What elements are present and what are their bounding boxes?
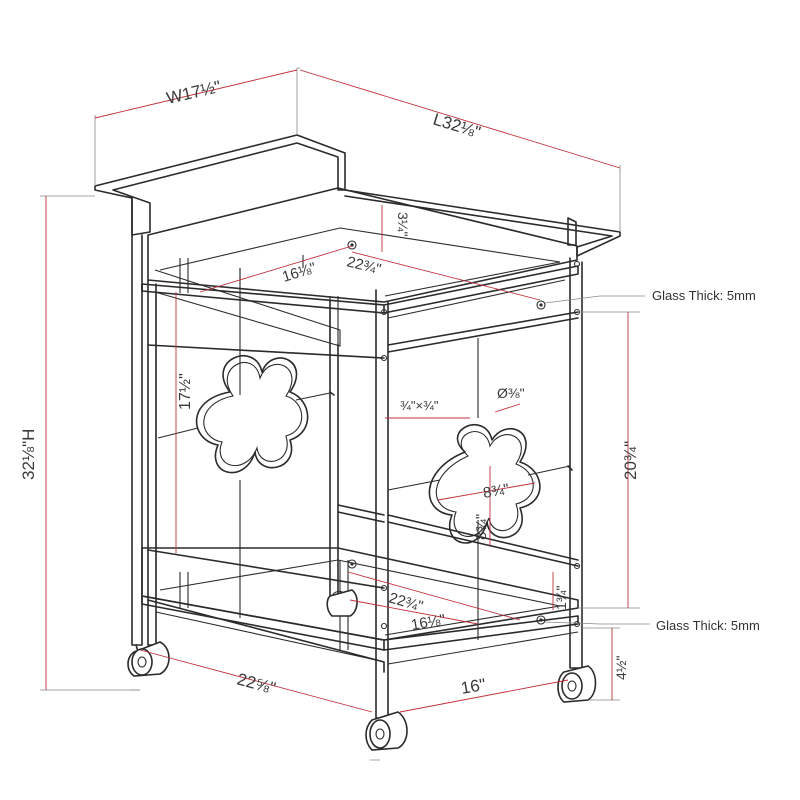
cart-frame <box>94 134 621 723</box>
caster-wheel-back <box>326 589 358 617</box>
label-clearance: 4½" <box>613 656 629 680</box>
label-side-height: 20¾" <box>621 441 640 480</box>
caster-wheel-front <box>365 711 408 751</box>
label-quatrefoil-width: 8¾" <box>482 481 511 502</box>
label-top-tray-width: 22¾" <box>345 253 383 278</box>
label-base-length: 22⅝" <box>235 670 278 698</box>
label-top-tray-depth: 16⅛" <box>280 259 318 285</box>
dim-length-line <box>299 69 621 169</box>
left-quatrefoil <box>195 355 309 474</box>
dimension-labels: W17½" L32⅛" 32⅛"H 3¼" 16⅛" 22¾" 17½" ¾"×… <box>19 77 760 698</box>
label-bottom-tray-depth: 16⅛" <box>410 611 447 634</box>
label-width: W17½" <box>165 77 223 108</box>
glass-top-note: Glass Thick: 5mm <box>652 288 756 303</box>
top-tray <box>147 187 578 303</box>
glass-top-leader <box>544 295 645 304</box>
dimension-lines <box>40 67 650 761</box>
label-bottom-rail: 1¾" <box>553 586 569 610</box>
label-panel-height: 17½" <box>177 373 194 410</box>
post-back-left <box>131 197 143 646</box>
caster-wheel-icon <box>127 589 597 751</box>
label-base-width: 16" <box>459 675 487 698</box>
dim-base-length-line <box>139 649 373 713</box>
label-rod: Ø⅜" <box>497 385 525 401</box>
post-front-left <box>147 279 157 646</box>
caster-wheel-right <box>557 665 597 703</box>
label-top-rail: 3¼" <box>395 212 411 236</box>
label-tube: ¾"×¾" <box>400 398 439 413</box>
label-length: L32⅛" <box>431 110 483 142</box>
label-bottom-tray-width: 22¾" <box>387 590 425 616</box>
dim-width-line <box>94 69 298 119</box>
glass-bottom-leader <box>544 621 650 625</box>
glass-bottom-note: Glass Thick: 5mm <box>656 618 760 633</box>
caster-wheel-front-left <box>127 641 170 677</box>
post-back-right <box>569 257 583 669</box>
right-quatrefoil <box>428 424 541 544</box>
dim-base-width-line <box>399 679 569 713</box>
label-height: 32⅛"H <box>19 429 38 480</box>
label-quatrefoil-height: 8¾" <box>473 514 490 540</box>
bottom-tray <box>141 547 579 641</box>
post-front-corner <box>375 289 389 719</box>
